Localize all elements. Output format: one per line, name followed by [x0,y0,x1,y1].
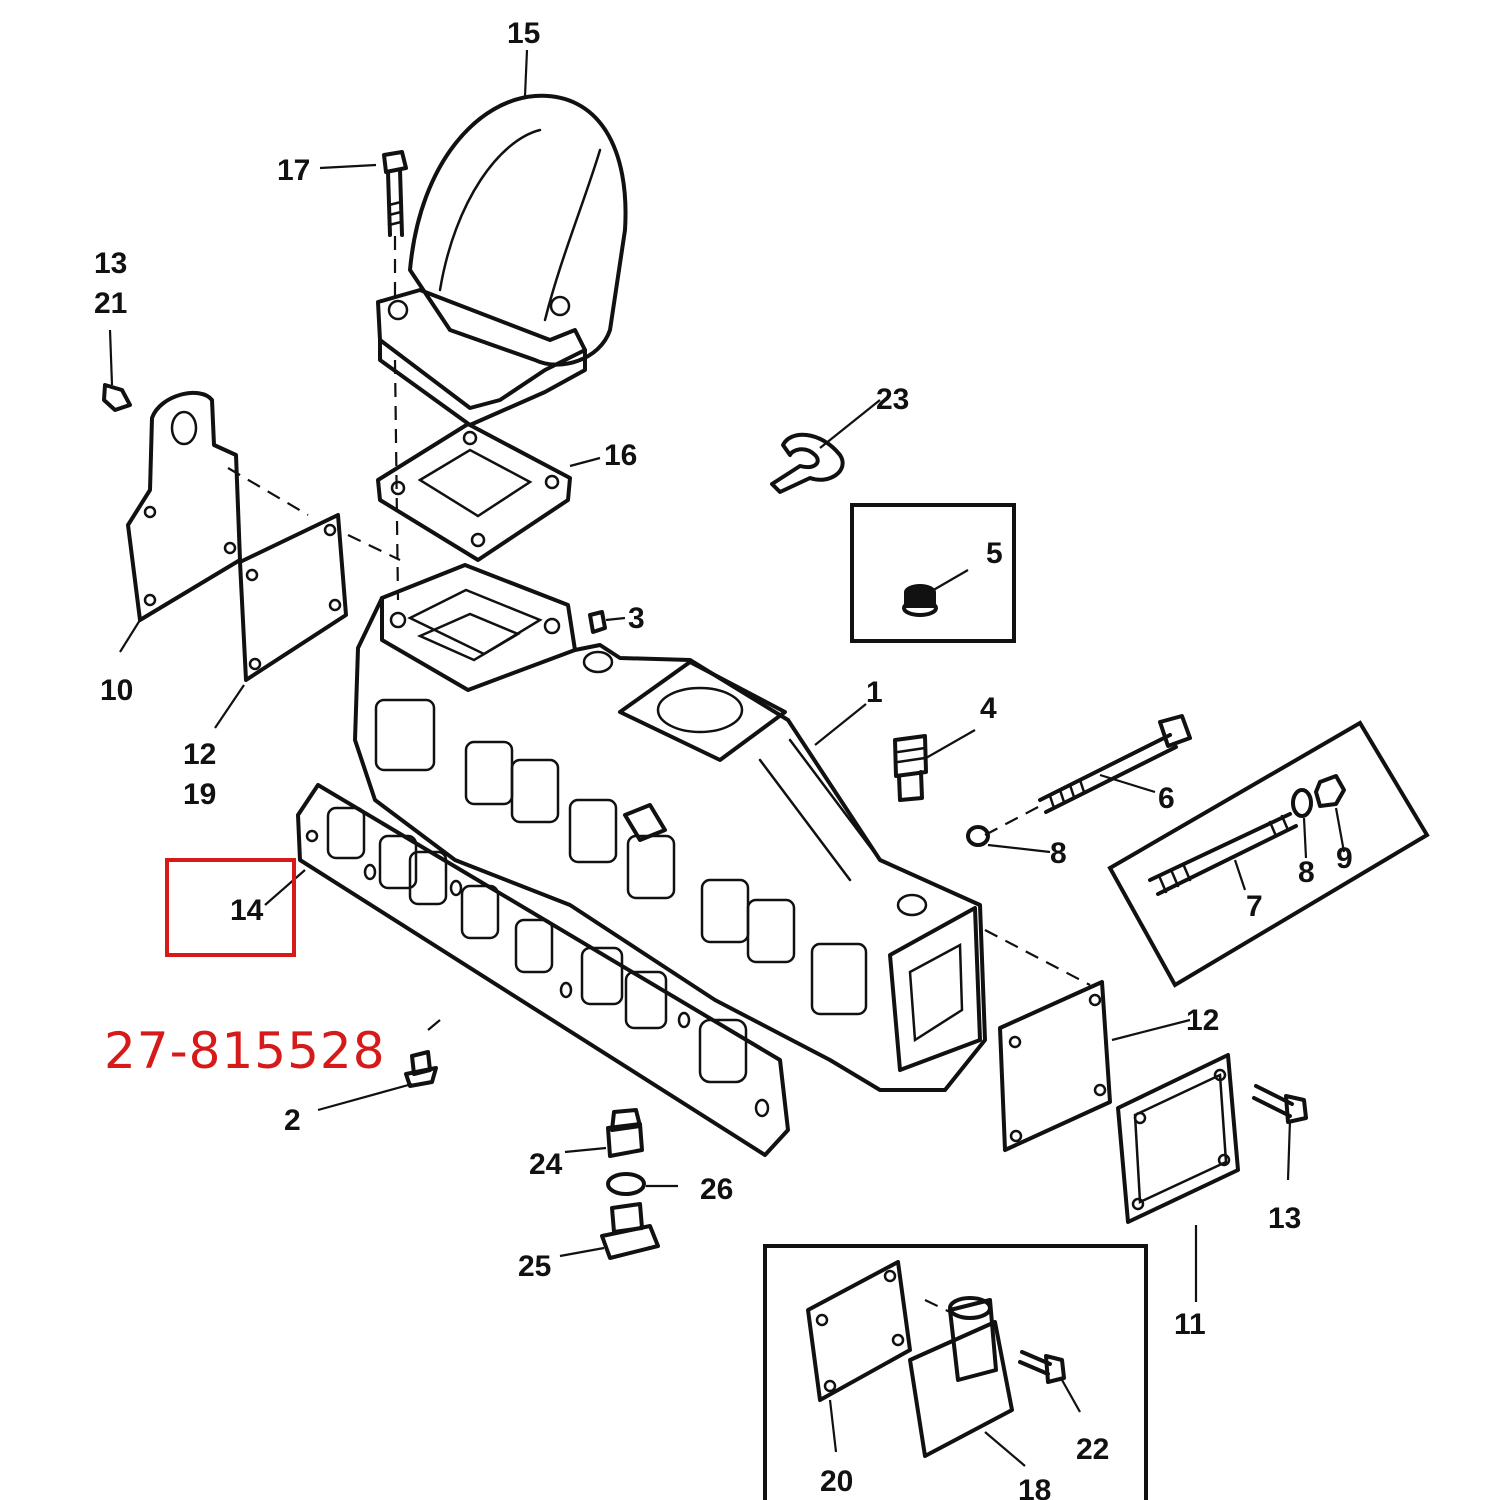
callout-5: 5 [986,537,1003,570]
washer-stud [1291,788,1313,818]
callout-21: 21 [94,287,127,320]
end-cover-plate [1116,1053,1240,1224]
exhaust-elbow [376,93,628,427]
leader-lines [108,49,1346,1467]
manifold-port-flanges [374,698,868,1016]
callout-12-left: 12 [183,738,216,771]
callout-6: 6 [1158,782,1175,815]
manifold-gasket [296,783,790,1157]
callout-13-right: 13 [1268,1202,1301,1235]
callout-labels: 15 17 13 21 23 16 5 3 10 1 4 12 19 6 8 8… [94,17,1353,1500]
cover-gasket [806,1260,912,1402]
drain-fitting [606,1108,644,1158]
callout-16: 16 [604,439,637,472]
plate-screw-left [102,383,132,412]
callout-19: 19 [183,778,216,811]
drain-screw [404,1050,438,1088]
exhaust-manifold [353,563,987,1092]
elbow-bolt [382,150,408,237]
elbow-gasket [376,422,572,562]
callout-10: 10 [100,674,133,707]
part-number-label: 27-815528 [104,1022,386,1080]
hex-nut [1314,774,1346,808]
callout-9: 9 [1336,842,1353,875]
pipe-fitting [893,734,928,802]
callout-2: 2 [284,1104,301,1137]
drain-plug [600,1202,660,1260]
highlight-box [165,858,296,957]
small-plug [588,610,607,634]
o-ring [606,1172,646,1196]
part-5-inset-box [850,503,1016,643]
callout-11: 11 [1174,1308,1206,1341]
callout-12-right: 12 [1186,1004,1219,1037]
end-plate-gasket-left [238,513,348,682]
callout-25: 25 [518,1250,551,1283]
callout-7: 7 [1246,890,1263,923]
gasket-ports [326,806,748,1084]
stud [1148,812,1298,896]
callout-3: 3 [628,602,645,635]
callout-8-middle: 8 [1050,837,1067,870]
water-outlet-cover [908,1296,1014,1458]
callout-1: 1 [866,676,883,709]
callout-23: 23 [876,383,909,416]
end-plate-left [126,390,242,622]
cover-screw [1018,1350,1066,1384]
callout-13-left: 13 [94,247,127,280]
callout-4: 4 [980,692,997,725]
callout-22: 22 [1076,1433,1109,1466]
assembly-lines [227,236,1091,1313]
callout-17: 17 [277,154,310,187]
callout-24: 24 [529,1148,563,1181]
callout-18: 18 [1018,1474,1051,1500]
cover-bolt-right [1252,1084,1308,1124]
callout-8-box: 8 [1298,856,1315,889]
callout-20: 20 [820,1465,853,1498]
plug-cap [902,584,938,617]
hose-clamp [770,432,845,494]
callout-26: 26 [700,1173,733,1206]
callout-14: 14 [230,894,264,927]
stud-kit-inset-box [1107,720,1430,988]
washer-middle [966,825,990,847]
callout-15: 15 [507,17,540,50]
end-plate-gasket-right [998,980,1112,1152]
cooling-kit-inset-box [763,1244,1148,1500]
